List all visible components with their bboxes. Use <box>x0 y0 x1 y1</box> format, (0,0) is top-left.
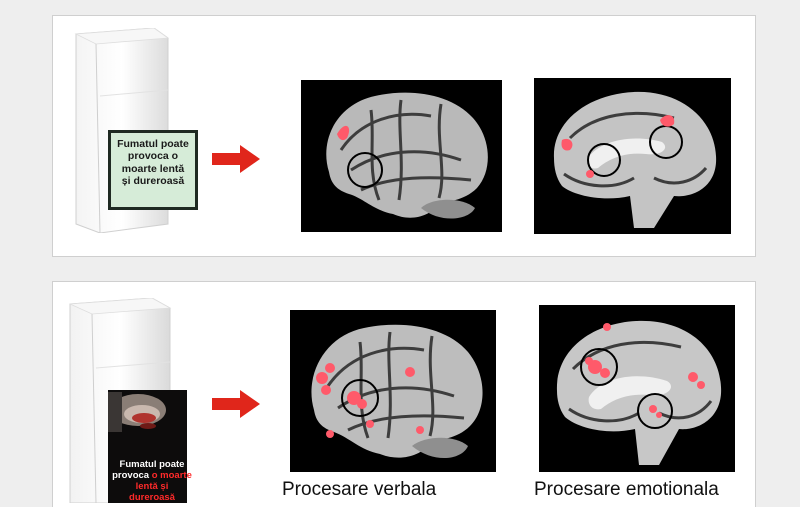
brain-scan-medial-top <box>534 78 731 234</box>
warning-line: provoca <box>112 469 150 481</box>
brain-scan-lateral-bottom <box>290 310 496 472</box>
warning-line: moarte lentă <box>121 162 185 175</box>
caption-verbal-processing: Procesare verbala <box>282 479 437 500</box>
caption-emotional-processing: Procesare emotionala <box>534 479 719 500</box>
warning-line: Fumatul poate <box>117 138 189 150</box>
warning-line: Fumatul poate <box>119 459 185 470</box>
warning-line-red: lentă și dureroasă <box>129 480 175 503</box>
warning-line: și dureroasă <box>121 175 185 188</box>
brain-scan-lateral-top <box>301 80 502 232</box>
warning-text: Fumatul poate provoca o moarte lentă și … <box>113 138 193 188</box>
brain-scan-medial-bottom <box>539 305 735 472</box>
right-arrow-icon <box>212 145 260 178</box>
graphic-warning-cigarette-pack <box>66 298 187 503</box>
warning-line: provoca o <box>127 150 179 163</box>
graphic-warning-text: Fumatul poate provoca o moarte lentă și … <box>112 459 192 504</box>
text-warning-cigarette-pack: Fumatul poate provoca o moarte lentă și … <box>72 28 198 233</box>
right-arrow-icon <box>212 390 260 423</box>
warning-line-red: o moarte <box>151 469 192 481</box>
warning-photo <box>108 390 187 503</box>
